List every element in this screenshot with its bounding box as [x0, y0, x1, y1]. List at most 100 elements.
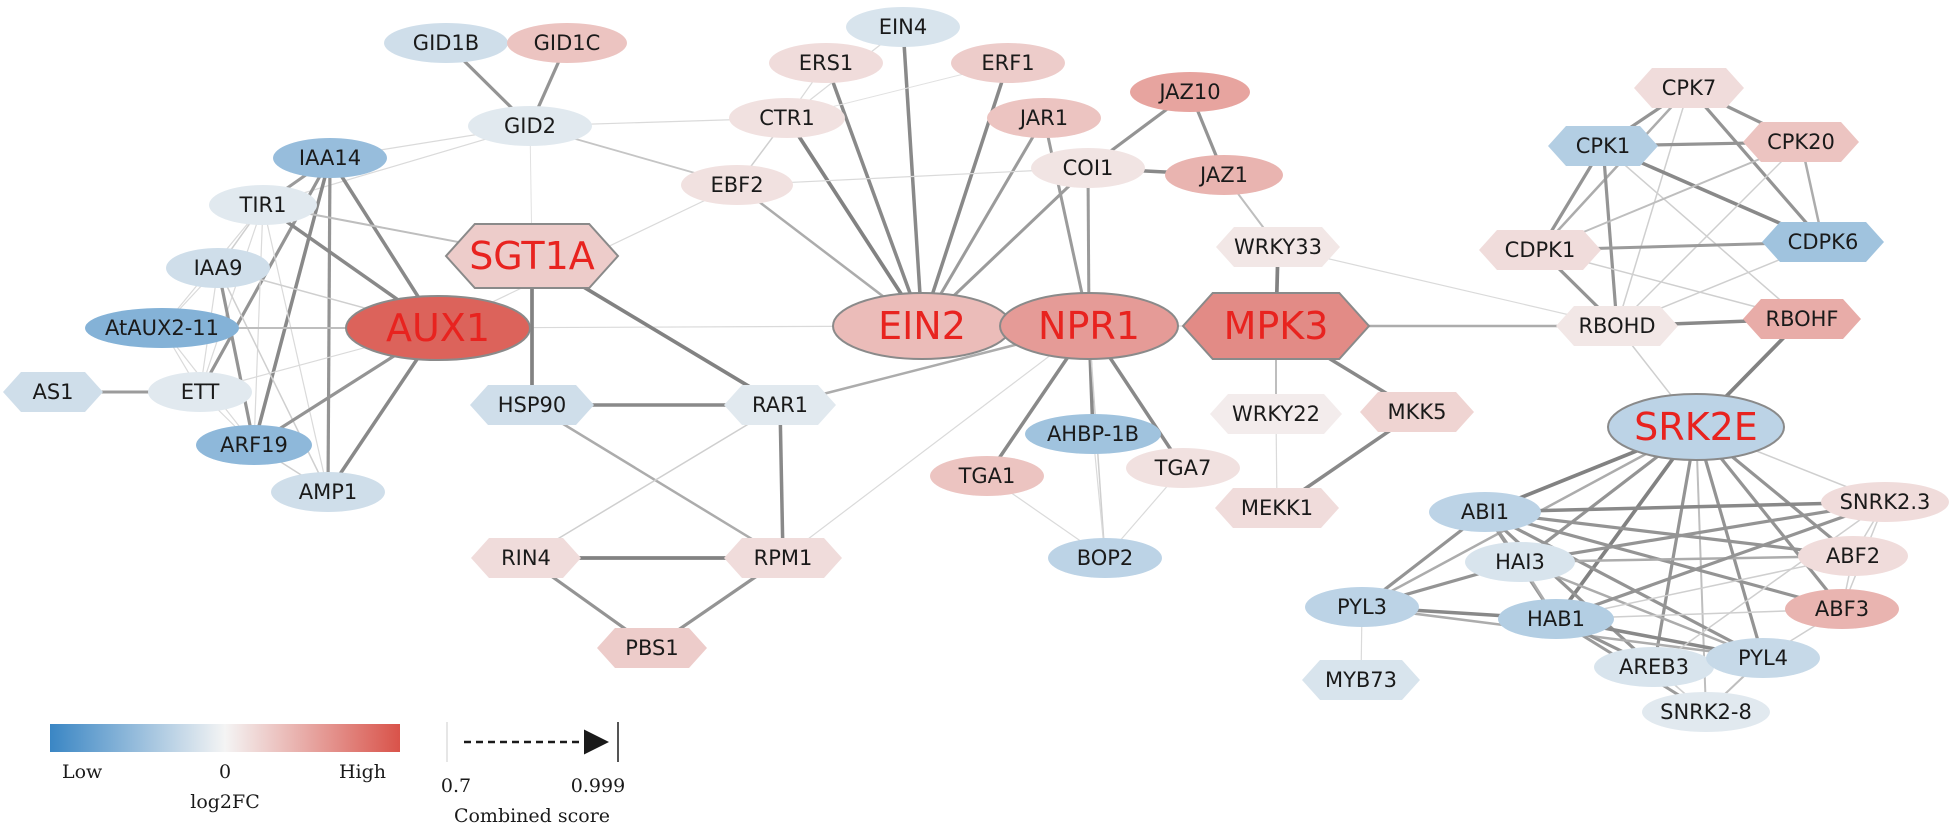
node-gid1b: GID1B — [384, 23, 508, 63]
log2fc-low-label: Low — [62, 761, 103, 783]
score-min-label: 0.7 — [441, 775, 471, 797]
node-cdpk6: CDPK6 — [1762, 222, 1884, 262]
node-ein4-shape — [846, 7, 960, 47]
node-gid2-label: GID2 — [504, 114, 556, 138]
node-hab1-label: HAB1 — [1527, 607, 1585, 631]
node-ataux2-11: AtAUX2-11 — [85, 308, 239, 348]
node-arf19-label: ARF19 — [220, 433, 288, 457]
node-bop2: BOP2 — [1048, 538, 1162, 578]
node-bop2-label: BOP2 — [1077, 546, 1134, 570]
node-snrk2-8-label: SNRK2-8 — [1660, 700, 1752, 724]
node-abi1-label: ABI1 — [1461, 500, 1509, 524]
edge-hab1-snrk2-3 — [1555, 500, 1886, 621]
node-mekk1-shape — [1215, 488, 1339, 528]
edge-tir1-amp1 — [262, 204, 329, 493]
node-cpk20: CPK20 — [1743, 122, 1859, 162]
node-tir1-label: TIR1 — [239, 193, 287, 217]
node-npr1-label: NPR1 — [1038, 304, 1140, 348]
node-ctr1-label: CTR1 — [759, 106, 814, 130]
edge-rpm1-npr1 — [782, 325, 1090, 559]
node-abi1: ABI1 — [1429, 492, 1541, 532]
edge-iaa9-arf19 — [216, 267, 256, 446]
node-ers1-label: ERS1 — [799, 51, 854, 75]
node-tga1-shape — [930, 456, 1044, 496]
edge-hab1-abf2 — [1555, 555, 1854, 620]
edge-hsp90-rpm1 — [531, 403, 784, 560]
node-myb73: MYB73 — [1302, 660, 1420, 700]
node-mekk1-label: MEKK1 — [1241, 496, 1313, 520]
node-ahbp-1b-shape — [1025, 414, 1161, 454]
node-pyl3: PYL3 — [1305, 587, 1419, 627]
node-areb3-shape — [1594, 647, 1714, 687]
node-tir1-shape — [209, 185, 317, 225]
node-ebf2-shape — [681, 165, 793, 205]
edge-ers1-ein2 — [824, 62, 924, 327]
node-abf2: ABF2 — [1798, 536, 1908, 576]
score-title: Combined score — [454, 805, 610, 827]
node-ers1: ERS1 — [769, 43, 883, 83]
legend: Low 0 High log2FC 0.7 0.999 Combined sco… — [50, 722, 625, 827]
node-iaa14-shape — [273, 138, 387, 178]
node-areb3: AREB3 — [1594, 647, 1714, 687]
edge-ahbp-1b-bop2 — [1092, 433, 1106, 559]
node-coi1: COI1 — [1031, 148, 1145, 188]
edge-snrk2-3-areb3 — [1653, 501, 1886, 668]
node-mpk3-shape — [1181, 292, 1371, 360]
node-ctr1: CTR1 — [729, 98, 845, 138]
node-srk2e: SRK2E — [1607, 393, 1785, 461]
node-rbohf-shape — [1743, 299, 1861, 339]
node-amp1-shape — [271, 472, 385, 512]
node-abf3-label: ABF3 — [1815, 597, 1869, 621]
node-jaz1-label: JAZ1 — [1198, 163, 1248, 187]
node-tga7-label: TGA7 — [1154, 456, 1212, 480]
node-snrk2-8-shape — [1642, 692, 1770, 732]
node-gid1c-shape — [507, 23, 627, 63]
node-ataux2-11-label: AtAUX2-11 — [105, 316, 219, 340]
combined-score-legend: 0.7 0.999 Combined score — [441, 722, 625, 827]
node-rin4-shape — [471, 538, 581, 578]
node-wrky22-shape — [1210, 394, 1342, 434]
node-gid2-shape — [468, 106, 592, 146]
edge-cpk7-cdpk6 — [1687, 86, 1825, 244]
edge-cpk7-cdpk1 — [1539, 87, 1690, 251]
node-iaa9-label: IAA9 — [194, 256, 243, 280]
node-arf19: ARF19 — [196, 425, 312, 465]
node-jar1-shape — [987, 98, 1101, 138]
node-ebf2: EBF2 — [681, 165, 793, 205]
node-snrk2-8: SNRK2-8 — [1642, 692, 1770, 732]
node-srk2e-label: SRK2E — [1634, 405, 1758, 449]
node-gid1c: GID1C — [507, 23, 627, 63]
node-aux1-label: AUX1 — [386, 306, 490, 350]
node-ataux2-11-shape — [85, 308, 239, 348]
node-aux1-shape — [345, 295, 531, 361]
node-abf2-shape — [1798, 536, 1908, 576]
node-tga7: TGA7 — [1126, 448, 1240, 488]
node-abf2-label: ABF2 — [1826, 544, 1880, 568]
node-wrky22: WRKY22 — [1210, 394, 1342, 434]
node-rbohf: RBOHF — [1743, 299, 1861, 339]
edge-cpk1-rbohf — [1602, 145, 1803, 320]
node-mkk5: MKK5 — [1360, 392, 1474, 432]
node-ein4: EIN4 — [846, 7, 960, 47]
edge-cpk20-rbohd — [1616, 141, 1802, 327]
node-cpk7-label: CPK7 — [1662, 76, 1716, 100]
log2fc-title: log2FC — [190, 791, 260, 813]
node-mpk3: MPK3 — [1181, 292, 1371, 360]
node-jaz1-shape — [1165, 155, 1283, 195]
node-ahbp-1b: AHBP-1B — [1025, 414, 1161, 454]
node-tga7-shape — [1126, 448, 1240, 488]
node-myb73-shape — [1302, 660, 1420, 700]
node-tga1-label: TGA1 — [958, 464, 1016, 488]
node-abf3-shape — [1785, 589, 1899, 629]
node-mkk5-label: MKK5 — [1387, 400, 1446, 424]
node-hab1: HAB1 — [1498, 599, 1614, 639]
edge-rar1-rin4 — [525, 404, 781, 559]
node-coi1-label: COI1 — [1063, 156, 1114, 180]
node-cpk1-label: CPK1 — [1576, 134, 1630, 158]
node-jaz10: JAZ10 — [1130, 72, 1250, 112]
node-hai3: HAI3 — [1465, 542, 1575, 582]
score-max-label: 0.999 — [571, 775, 625, 797]
node-snrk2-3-shape — [1821, 482, 1949, 522]
node-pbs1-shape — [597, 628, 707, 668]
